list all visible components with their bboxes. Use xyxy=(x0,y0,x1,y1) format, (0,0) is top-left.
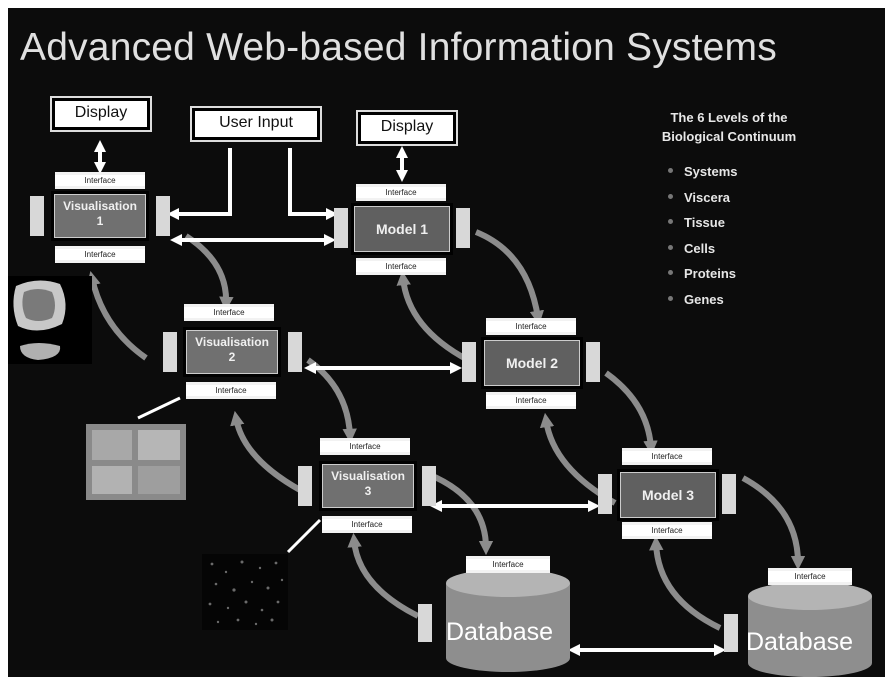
interface-model3-bottom: Interface xyxy=(622,522,712,539)
visualisation-2-node: Visualisation 2 xyxy=(186,330,278,374)
db-left-plug xyxy=(418,604,432,642)
vis3-number: 3 xyxy=(364,484,372,498)
bullet-icon xyxy=(668,270,673,276)
bullet-icon xyxy=(668,168,673,174)
levels-list-item: Cells xyxy=(668,239,737,265)
interface-vis2-bottom: Interface xyxy=(186,382,276,399)
bullet-icon xyxy=(668,244,673,250)
thumb2-line xyxy=(137,396,181,420)
interface-model2-bottom: Interface xyxy=(486,392,576,409)
interface-model1-top: Interface xyxy=(356,184,446,201)
levels-list-item: Proteins xyxy=(668,264,737,290)
database-right-label: Database xyxy=(746,628,854,656)
interface-vis1-top: Interface xyxy=(55,172,145,189)
levels-list-item: Systems xyxy=(668,162,737,188)
levels-list: Systems Viscera Tissue Cells Proteins Ge… xyxy=(668,162,737,315)
flow-arrow-model1-model2 xyxy=(474,229,545,326)
display-box-left: Display xyxy=(50,96,152,132)
interface-vis1-bottom: Interface xyxy=(55,246,145,263)
flow-arrow-db-vis3 xyxy=(347,532,420,619)
model2-left-plug xyxy=(462,342,476,382)
connectors-layer xyxy=(86,140,872,677)
vis1-label: Visualisation xyxy=(63,199,137,213)
vis2-number: 2 xyxy=(228,350,236,364)
interface-db-right: Interface xyxy=(768,568,852,585)
flow-arrow-model2-back-model1 xyxy=(396,270,470,363)
flow-arrow-vis3-db xyxy=(426,471,494,556)
interface-vis3-top: Interface xyxy=(320,438,410,455)
vis2-label: Visualisation xyxy=(195,335,269,349)
interface-db-left: Interface xyxy=(466,556,550,573)
model1-left-plug xyxy=(334,208,348,248)
model2-right-plug xyxy=(586,342,600,382)
flow-arrow-vis3-back-vis2 xyxy=(230,410,302,493)
page-title: Advanced Web-based Information Systems xyxy=(20,26,777,69)
visualisation-1-node: Visualisation 1 xyxy=(54,194,146,238)
flow-arrow-model2-model3 xyxy=(604,370,658,456)
vis1-right-plug xyxy=(156,196,170,236)
flow-arrow-db-model3 xyxy=(649,535,722,631)
interface-model1-bottom: Interface xyxy=(356,258,446,275)
display-box-right: Display xyxy=(356,110,458,146)
interface-model2-top: Interface xyxy=(486,318,576,335)
cells-image-thumbnail xyxy=(202,554,288,630)
visualisation-3-node: Visualisation 3 xyxy=(322,464,414,508)
interface-vis3-bottom: Interface xyxy=(322,516,412,533)
vis1-left-plug xyxy=(30,196,44,236)
userinput-to-model1 xyxy=(288,148,338,220)
flow-arrow-vis1-vis2 xyxy=(184,233,234,312)
levels-heading-line1: The 6 Levels of the xyxy=(670,110,788,125)
levels-list-item: Tissue xyxy=(668,213,737,239)
flow-arrow-vis2-vis3 xyxy=(306,357,357,444)
vis3-left-plug xyxy=(298,466,312,506)
levels-list-item: Genes xyxy=(668,290,737,316)
flow-arrow-vis2-back-vis1 xyxy=(86,270,148,361)
vis1-number: 1 xyxy=(96,214,104,228)
userinput-to-vis1 xyxy=(167,148,232,220)
user-input-box: User Input xyxy=(190,106,322,142)
diagram-canvas: Advanced Web-based Information Systems D… xyxy=(8,8,885,677)
database-left-label: Database xyxy=(446,618,554,646)
interface-model3-top: Interface xyxy=(622,448,712,465)
bullet-icon xyxy=(668,219,673,225)
levels-heading-line2: Biological Continuum xyxy=(661,129,797,144)
model-3-node: Model 3 xyxy=(620,472,716,518)
model3-left-plug xyxy=(598,474,612,514)
vis2-right-plug xyxy=(288,332,302,372)
model-2-node: Model 2 xyxy=(484,340,580,386)
model-1-node: Model 1 xyxy=(354,206,450,252)
bullet-icon xyxy=(668,295,673,301)
vis3-label: Visualisation xyxy=(331,469,405,483)
database-left-cylinder xyxy=(446,569,570,672)
levels-list-item: Viscera xyxy=(668,188,737,214)
bullet-icon xyxy=(668,193,673,199)
flow-arrow-model3-db xyxy=(741,475,806,571)
model1-right-plug xyxy=(456,208,470,248)
vis2-left-plug xyxy=(163,332,177,372)
tissue-image-thumbnail xyxy=(86,424,186,500)
vis3-right-plug xyxy=(422,466,436,506)
model3-right-plug xyxy=(722,474,736,514)
database-right-cylinder xyxy=(748,582,872,677)
bone-image-thumbnail xyxy=(8,276,92,364)
db-right-plug xyxy=(724,614,738,652)
interface-vis2-top: Interface xyxy=(184,304,274,321)
thumb3-line xyxy=(286,518,322,554)
levels-heading: The 6 Levels of the Biological Continuum xyxy=(624,108,834,146)
